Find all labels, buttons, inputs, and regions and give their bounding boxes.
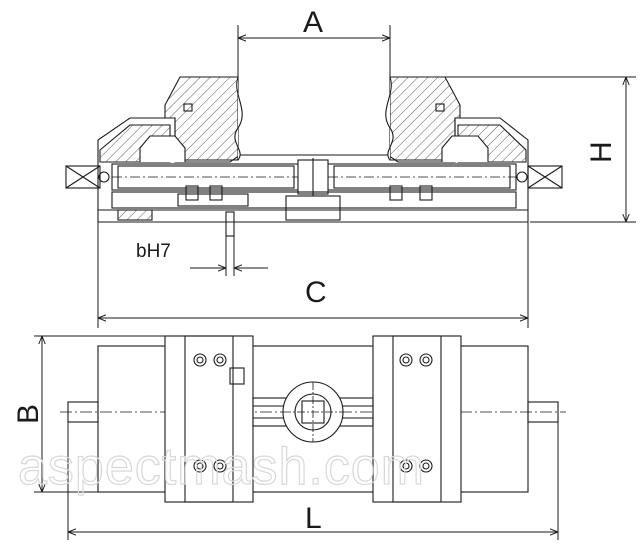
dim-l-label: L [305, 502, 322, 535]
dim-a-label: A [303, 6, 323, 39]
dim-c [97, 222, 529, 328]
left-jaw [164, 76, 239, 161]
right-shaft-end [527, 165, 563, 189]
dim-h [445, 76, 636, 223]
dim-bh7-label: bH7 [136, 241, 171, 262]
plan-left-jaw [164, 335, 254, 503]
plan-right-jaw [372, 335, 462, 503]
section-view [65, 76, 563, 237]
bolt-group-right [399, 353, 433, 473]
left-shaft-end [65, 165, 101, 189]
dim-bh7 [190, 222, 268, 276]
bolt-group-left [193, 353, 227, 473]
dim-l [67, 422, 559, 540]
dim-h-label: H [585, 141, 618, 163]
plan-view [60, 335, 566, 503]
watermark: aspectmash.com [18, 438, 425, 496]
dim-c-label: C [305, 276, 327, 309]
dim-b-label: B [12, 404, 45, 424]
dim-b [34, 335, 165, 493]
dim-a [237, 25, 391, 80]
right-jaw [389, 76, 461, 161]
